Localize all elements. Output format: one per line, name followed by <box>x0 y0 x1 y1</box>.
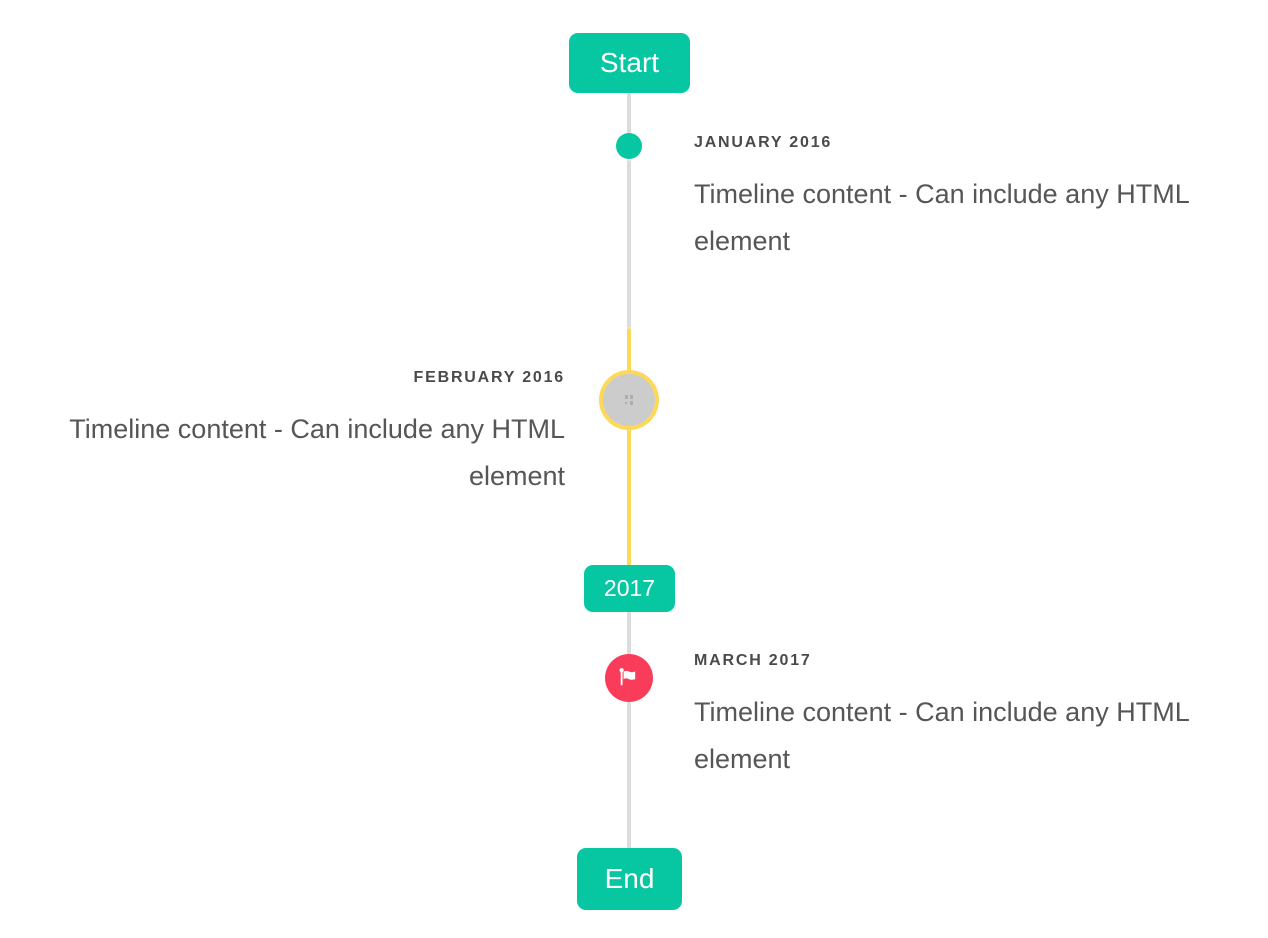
connector-line-highlighted <box>627 328 631 372</box>
timeline-marker-february[interactable] <box>599 370 659 430</box>
connector-line-gray <box>627 701 631 849</box>
connector-line-gray <box>627 611 631 655</box>
entry-content: Timeline content - Can include any HTML … <box>694 697 1189 774</box>
connector-line-gray <box>627 93 631 134</box>
entry-date-label: FEBRUARY 2016 <box>413 369 565 386</box>
timeline-year-badge: 2017 <box>584 565 675 612</box>
entry-content: Timeline content - Can include any HTML … <box>694 179 1189 256</box>
timeline-start-badge: Start <box>569 33 690 93</box>
connector-line-gray <box>627 160 631 328</box>
connector-line-highlighted <box>627 428 631 566</box>
timeline-marker-january[interactable] <box>616 133 642 159</box>
broken-image-placeholder <box>624 394 633 405</box>
entry-date-label: MARCH 2017 <box>694 652 812 669</box>
entry-content: Timeline content - Can include any HTML … <box>69 414 565 491</box>
entry-date-label: JANUARY 2016 <box>694 134 833 151</box>
timeline-marker-march[interactable] <box>605 654 653 702</box>
flag-icon <box>619 668 636 686</box>
timeline-end-badge: End <box>577 848 682 910</box>
